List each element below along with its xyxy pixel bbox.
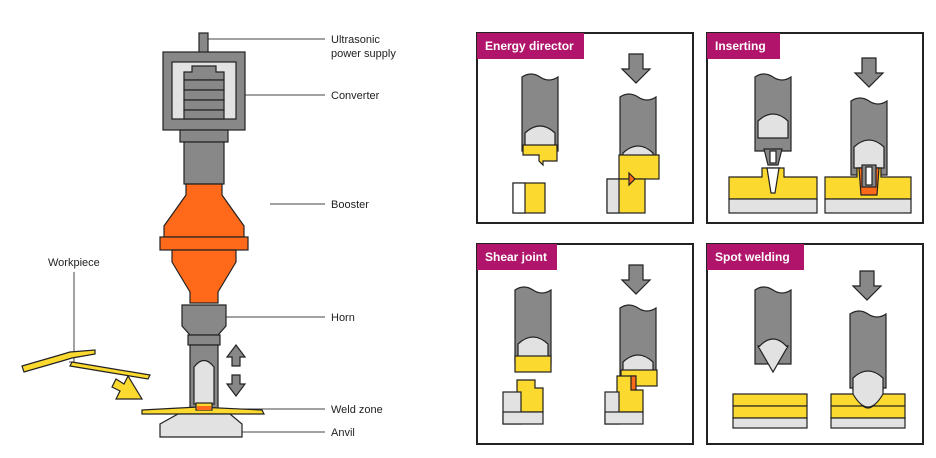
booster [159, 183, 249, 304]
panel-spot-welding: Spot welding [706, 243, 924, 445]
power-supply-label-line2: power supply [331, 48, 396, 60]
workpiece-label: Workpiece [48, 257, 100, 269]
horn [181, 304, 227, 412]
vibration-down-icon [225, 374, 247, 397]
converter [162, 51, 246, 143]
panel-title-badge [477, 244, 557, 270]
vibration-up-icon [225, 344, 247, 367]
panel-title-badge [707, 244, 804, 270]
power-supply-label-line1: Ultrasonic [331, 34, 380, 46]
feed-arrow-icon [111, 374, 144, 400]
anvil-label: Anvil [331, 427, 355, 439]
panel-title: Energy director [485, 39, 574, 53]
panel-inserting: Inserting [706, 32, 924, 224]
horn-label: Horn [331, 312, 355, 324]
panel-title: Shear joint [485, 250, 547, 264]
anvil [159, 413, 243, 438]
panel-shear-joint: Shear joint [476, 243, 694, 445]
weld-zone-label: Weld zone [331, 404, 383, 416]
panel-energy-director: Energy director [476, 32, 694, 224]
converter-label: Converter [331, 90, 380, 102]
workpiece [21, 349, 265, 415]
panel-title: Inserting [715, 39, 766, 53]
panel-title-badge [707, 33, 780, 59]
welding-machine: Ultrasonic power supply Converter Booste… [21, 32, 396, 439]
converter-stack [183, 141, 225, 185]
booster-label: Booster [331, 199, 369, 211]
panel-title: Spot welding [715, 250, 790, 264]
panel-title-badge [477, 33, 584, 59]
